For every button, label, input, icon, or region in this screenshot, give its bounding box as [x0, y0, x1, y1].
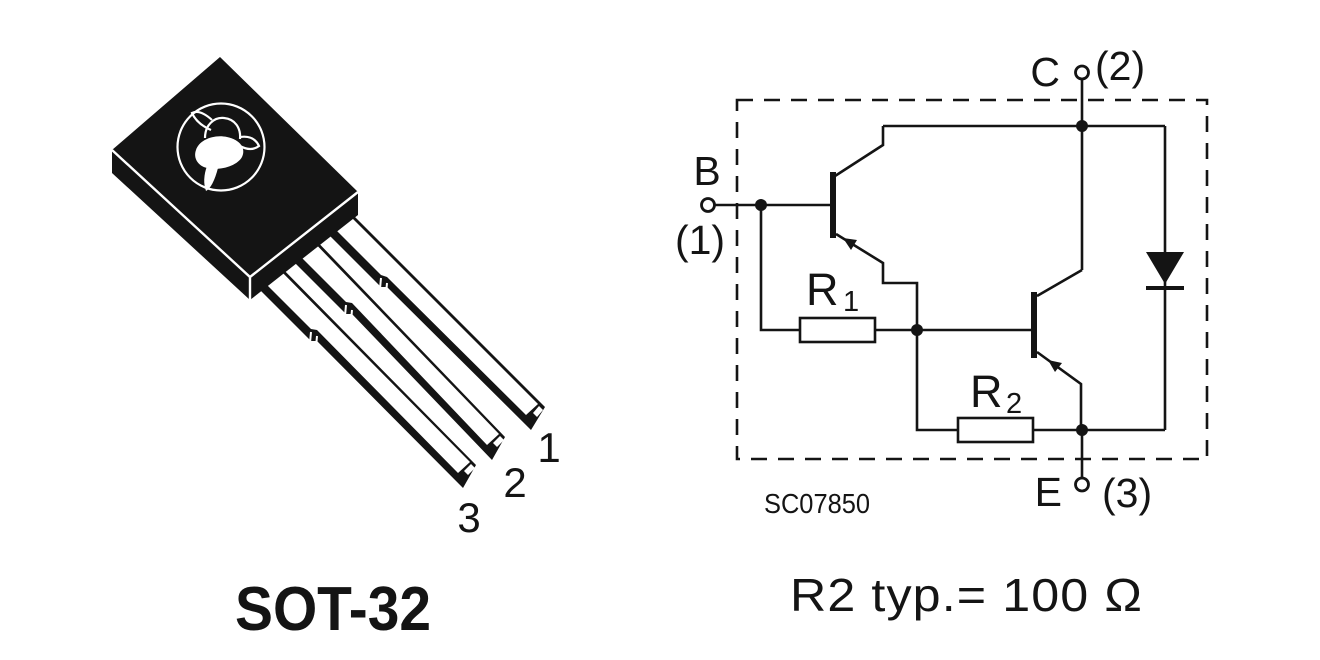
package-logo: [176, 102, 266, 192]
diode-triangle-icon: [1146, 252, 1184, 284]
wire-node-to-r2: [915, 330, 958, 432]
device-boundary: [735, 98, 1209, 461]
pin-label-1: 1: [537, 424, 560, 471]
pin-label-3: 3: [457, 494, 480, 541]
resistor-r1-box: [798, 316, 877, 344]
collector-terminal-circle: [1074, 64, 1090, 81]
logo-circle-icon: [176, 102, 266, 192]
junction-dot-base: [755, 199, 767, 211]
schematic-labels: B (1) C (2) E (3) R 1 R 2 SC07850 R2 typ…: [675, 43, 1152, 621]
resistor-r1-label: R: [806, 264, 839, 315]
logo-right-horn: [239, 135, 261, 151]
wire-base-to-r1: [759, 205, 800, 332]
transistor-1-emitter-arrow-icon: [843, 238, 857, 250]
junction-dot-collector: [1076, 120, 1088, 132]
base-terminal-circle: [700, 197, 716, 213]
emitter-terminal-label: E: [1035, 469, 1062, 515]
collector-pin-label: (2): [1095, 43, 1145, 89]
package-drawing: 1 2 3 SOT-32: [111, 57, 561, 644]
resistor-r2-subscript: 2: [1006, 388, 1022, 420]
wire-t1-emitter: [835, 232, 919, 330]
logo-fin: [204, 166, 218, 191]
collector-terminal-label: C: [1030, 49, 1060, 95]
drawing-code-label: SC07850: [764, 488, 870, 519]
package-caption: SOT-32: [235, 575, 431, 644]
emitter-pin-label: (3): [1102, 470, 1152, 516]
wire-t2-collector: [1036, 268, 1083, 298]
package-lead-1: [328, 206, 545, 430]
package-body-seam: [111, 149, 359, 300]
package-lead-3: [258, 260, 476, 488]
package-lead-2: [293, 233, 505, 460]
resistor-r2-box: [956, 416, 1035, 444]
pin-label-2: 2: [503, 459, 526, 506]
base-terminal-label: B: [693, 148, 720, 194]
transistor-2-emitter-arrow-icon: [1048, 360, 1062, 372]
r2-typical-note: R2 typ.= 100 Ω: [790, 569, 1143, 621]
base-pin-label: (1): [675, 217, 725, 263]
equivalent-circuit: [700, 64, 1209, 493]
resistor-r2-label: R: [970, 366, 1003, 417]
wire-t1-collector: [834, 126, 885, 178]
logo-blob: [195, 136, 244, 169]
logo-left-ear: [190, 110, 213, 132]
junction-dot-r1: [911, 324, 923, 336]
resistor-r1-subscript: 1: [843, 286, 859, 318]
junction-dot-emitter: [1076, 424, 1088, 436]
emitter-terminal-circle: [1074, 476, 1090, 493]
